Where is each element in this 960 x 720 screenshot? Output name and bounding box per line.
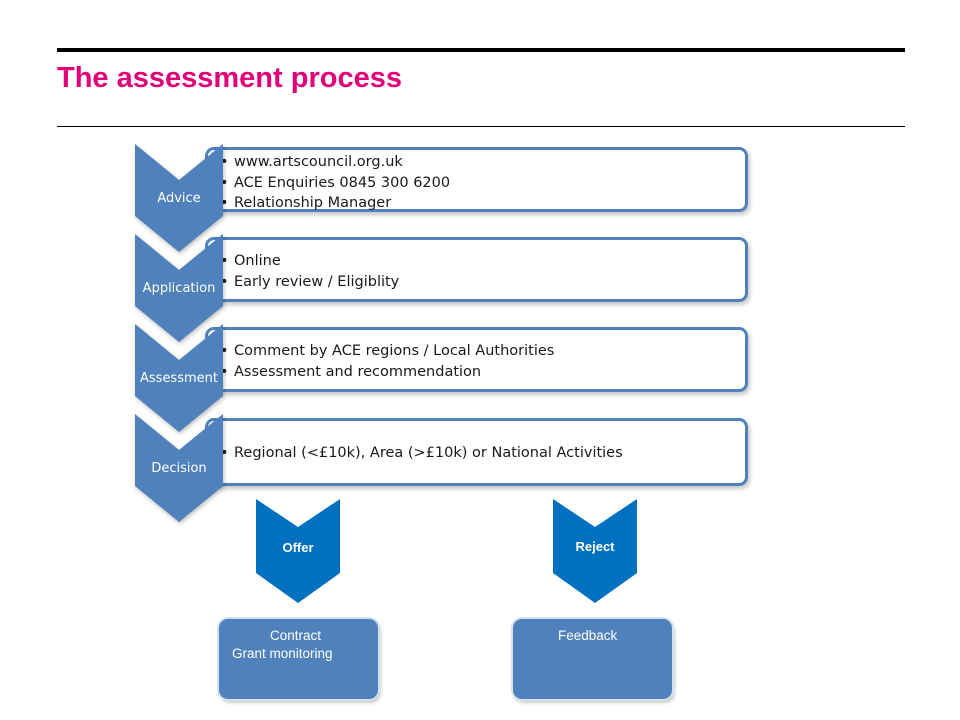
- reject-outcome-line: Feedback: [558, 628, 618, 643]
- stage-assessment-bullet: Comment by ACE regions / Local Authoriti…: [220, 341, 745, 362]
- stage-advice-chevron: Advice: [135, 144, 223, 252]
- stage-application-chevron: Application: [135, 234, 223, 342]
- stage-decision-box: Regional (<£10k), Area (>£10k) or Nation…: [205, 418, 748, 486]
- stage-application-box: Online Early review / Eligiblity: [205, 237, 748, 302]
- stage-decision-chevron: Decision: [135, 414, 223, 522]
- stage-assessment-chevron: Assessment: [135, 324, 223, 432]
- stage-assessment-box: Comment by ACE regions / Local Authoriti…: [205, 327, 748, 392]
- offer-outcome-line: Contract: [270, 628, 322, 643]
- offer-arrow: Offer: [256, 499, 340, 603]
- stage-assessment-bullet: Assessment and recommendation: [220, 362, 745, 383]
- offer-outcome-box: Contract Grant monitoring: [219, 619, 378, 699]
- reject-outcome-box: Feedback: [513, 619, 672, 699]
- reject-label: Reject: [575, 539, 615, 554]
- stage-application-bullet: Online: [220, 251, 745, 272]
- stage-advice-label: Advice: [157, 191, 201, 206]
- page-title: The assessment process: [57, 62, 402, 94]
- stage-advice-bullet: Relationship Manager: [220, 193, 745, 214]
- offer-label: Offer: [282, 540, 314, 555]
- reject-arrow: Reject: [553, 499, 637, 603]
- stage-advice-bullet: www.artscouncil.org.uk: [220, 152, 745, 173]
- stage-assessment-label: Assessment: [140, 371, 218, 386]
- title-underline: [57, 126, 905, 127]
- stage-advice-box: www.artscouncil.org.uk ACE Enquiries 084…: [205, 147, 748, 214]
- stage-decision-label: Decision: [151, 461, 207, 476]
- stage-decision-bullet: Regional (<£10k), Area (>£10k) or Nation…: [220, 443, 745, 464]
- stage-advice-bullet: ACE Enquiries 0845 300 6200: [220, 173, 745, 194]
- top-rule: [57, 48, 905, 52]
- stage-application-label: Application: [142, 281, 216, 296]
- offer-outcome-line: Grant monitoring: [232, 646, 333, 661]
- stage-application-bullet: Early review / Eligiblity: [220, 272, 745, 293]
